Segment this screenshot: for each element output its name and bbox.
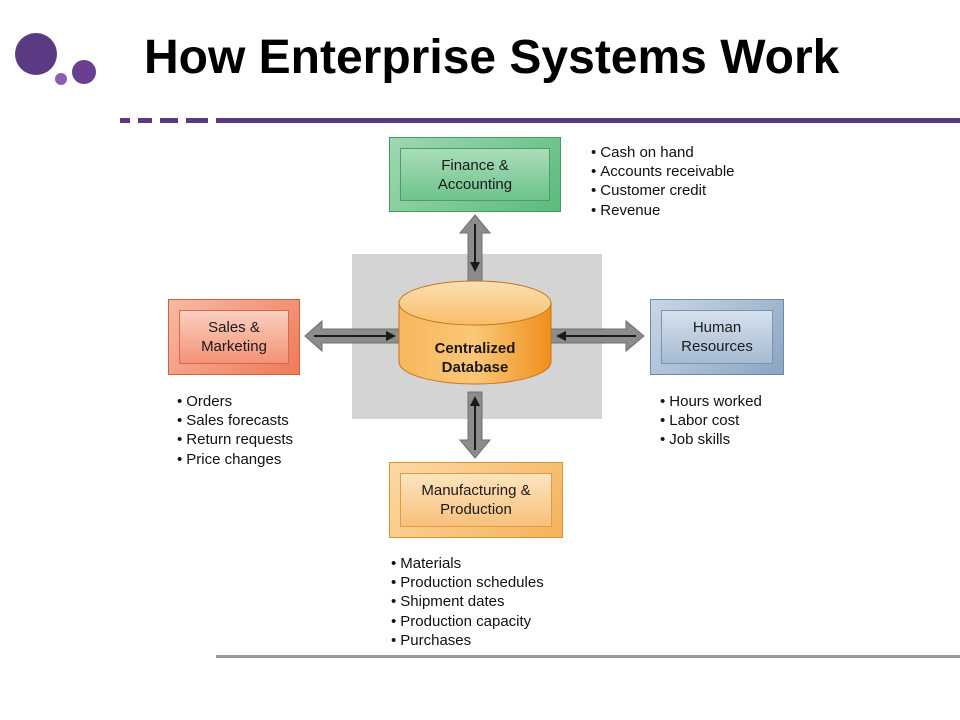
arrow-up-icon: [458, 214, 492, 282]
logo-circles-icon: [15, 33, 96, 85]
header-dash: [120, 118, 130, 123]
list-item: Materials: [391, 554, 544, 573]
database-cylinder-icon: [398, 280, 552, 385]
arrow-right-icon: [547, 319, 645, 353]
list-item: Labor cost: [660, 411, 762, 430]
module-label: Human Resources: [681, 319, 753, 355]
hr-data-list: Hours worked Labor cost Job skills: [660, 392, 762, 450]
manufacturing-data-list: Materials Production schedules Shipment …: [391, 554, 544, 650]
list-item: Accounts receivable: [591, 162, 734, 181]
finance-data-list: Cash on hand Accounts receivable Custome…: [591, 143, 735, 220]
list-item: Production schedules: [391, 573, 543, 592]
module-label: Sales & Marketing: [201, 319, 267, 355]
module-manufacturing-production: Manufacturing & Production: [389, 462, 563, 538]
list-item: Sales forecasts: [177, 411, 293, 430]
list-item: Purchases: [391, 631, 544, 650]
arrow-down-icon: [458, 391, 492, 459]
list-item: Job skills: [660, 430, 762, 449]
list-item: Production capacity: [391, 612, 544, 631]
slide-title: How Enterprise Systems Work: [144, 31, 840, 84]
header-dash: [138, 118, 152, 123]
database-label: Centralized Database: [434, 340, 516, 376]
footer-rule: [216, 655, 960, 658]
list-item: Return requests: [177, 430, 293, 449]
header-dash: [186, 118, 208, 123]
list-item: Hours worked: [660, 392, 762, 411]
module-human-resources: Human Resources: [650, 299, 784, 375]
sales-data-list: Orders Sales forecasts Return requests P…: [177, 392, 293, 469]
list-item: Price changes: [177, 450, 293, 469]
module-label: Manufacturing & Production: [421, 482, 531, 518]
list-item: Customer credit: [591, 181, 735, 200]
header-dash: [160, 118, 178, 123]
module-finance-accounting: Finance & Accounting: [389, 137, 561, 212]
list-item: Cash on hand: [591, 143, 735, 162]
module-sales-marketing: Sales & Marketing: [168, 299, 300, 375]
header-rule: [216, 118, 960, 123]
list-item: Revenue: [591, 201, 735, 220]
list-item: Orders: [177, 392, 293, 411]
list-item: Shipment dates: [391, 592, 544, 611]
module-label: Finance & Accounting: [437, 156, 513, 193]
